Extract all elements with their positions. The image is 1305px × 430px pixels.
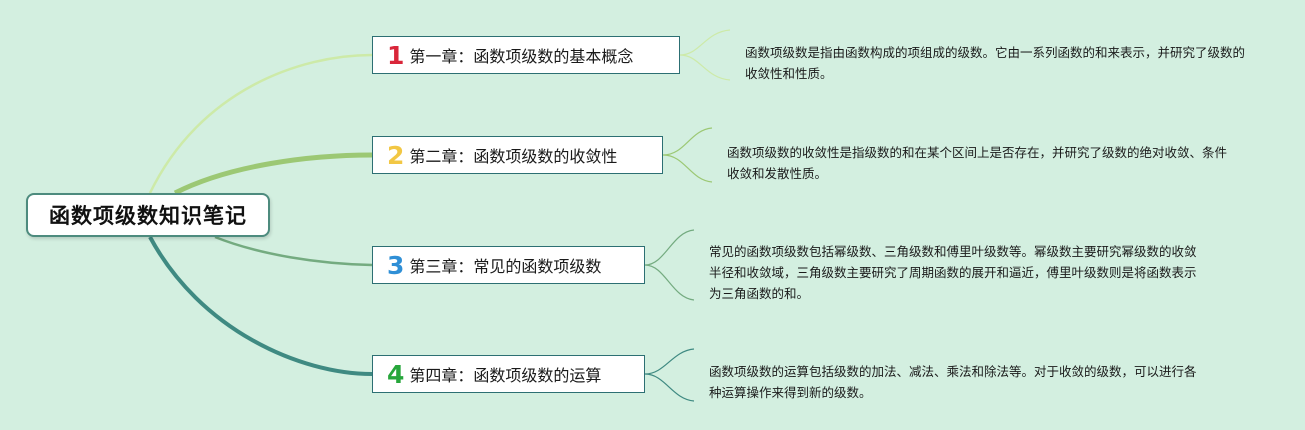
- central-topic[interactable]: 函数项级数知识笔记: [26, 193, 270, 237]
- desc-brace-3: [644, 229, 695, 301]
- branch-line-3: [214, 235, 373, 267]
- branch-line-1: [148, 53, 373, 194]
- chapter-number-1-badge: 1: [387, 40, 405, 70]
- chapter-node-4[interactable]: 4 第四章：函数项级数的运算: [372, 355, 645, 393]
- chapter-number-4-badge: 4: [387, 359, 405, 389]
- chapter-title-1: 第一章：函数项级数的基本概念: [409, 47, 634, 66]
- chapter-node-1[interactable]: 1 第一章：函数项级数的基本概念: [372, 36, 680, 74]
- desc-brace-1: [679, 29, 731, 81]
- desc-brace-2: [662, 127, 713, 183]
- central-topic-label: 函数项级数知识笔记: [49, 204, 247, 228]
- chapter-description-3: 常见的函数项级数包括幂级数、三角级数和傅里叶级数等。幂级数主要研究幂级数的收敛半…: [709, 244, 1197, 301]
- chapter-node-3[interactable]: 3 第三章：常见的函数项级数: [372, 246, 645, 284]
- desc-brace-4: [644, 348, 695, 402]
- chapter-number-2-badge: 2: [387, 140, 405, 170]
- chapter-description-2: 函数项级数的收敛性是指级数的和在某个区间上是否存在，并研究了级数的绝对收敛、条件…: [727, 145, 1228, 181]
- chapter-title-4: 第四章：函数项级数的运算: [409, 366, 602, 385]
- chapter-title-2: 第二章：函数项级数的收敛性: [409, 147, 618, 166]
- chapter-number-3-badge: 3: [387, 250, 405, 280]
- chapter-description-1: 函数项级数是指由函数构成的项组成的级数。它由一系列函数的和来表示，并研究了级数的…: [745, 45, 1246, 81]
- chapter-title-3: 第三章：常见的函数项级数: [409, 257, 602, 276]
- branch-line-2: [173, 152, 373, 196]
- chapter-description-4: 函数项级数的运算包括级数的加法、减法、乘法和除法等。对于收敛的级数，可以进行各种…: [709, 364, 1197, 400]
- branch-line-4: [148, 236, 373, 376]
- chapter-node-2[interactable]: 2 第二章：函数项级数的收敛性: [372, 136, 663, 174]
